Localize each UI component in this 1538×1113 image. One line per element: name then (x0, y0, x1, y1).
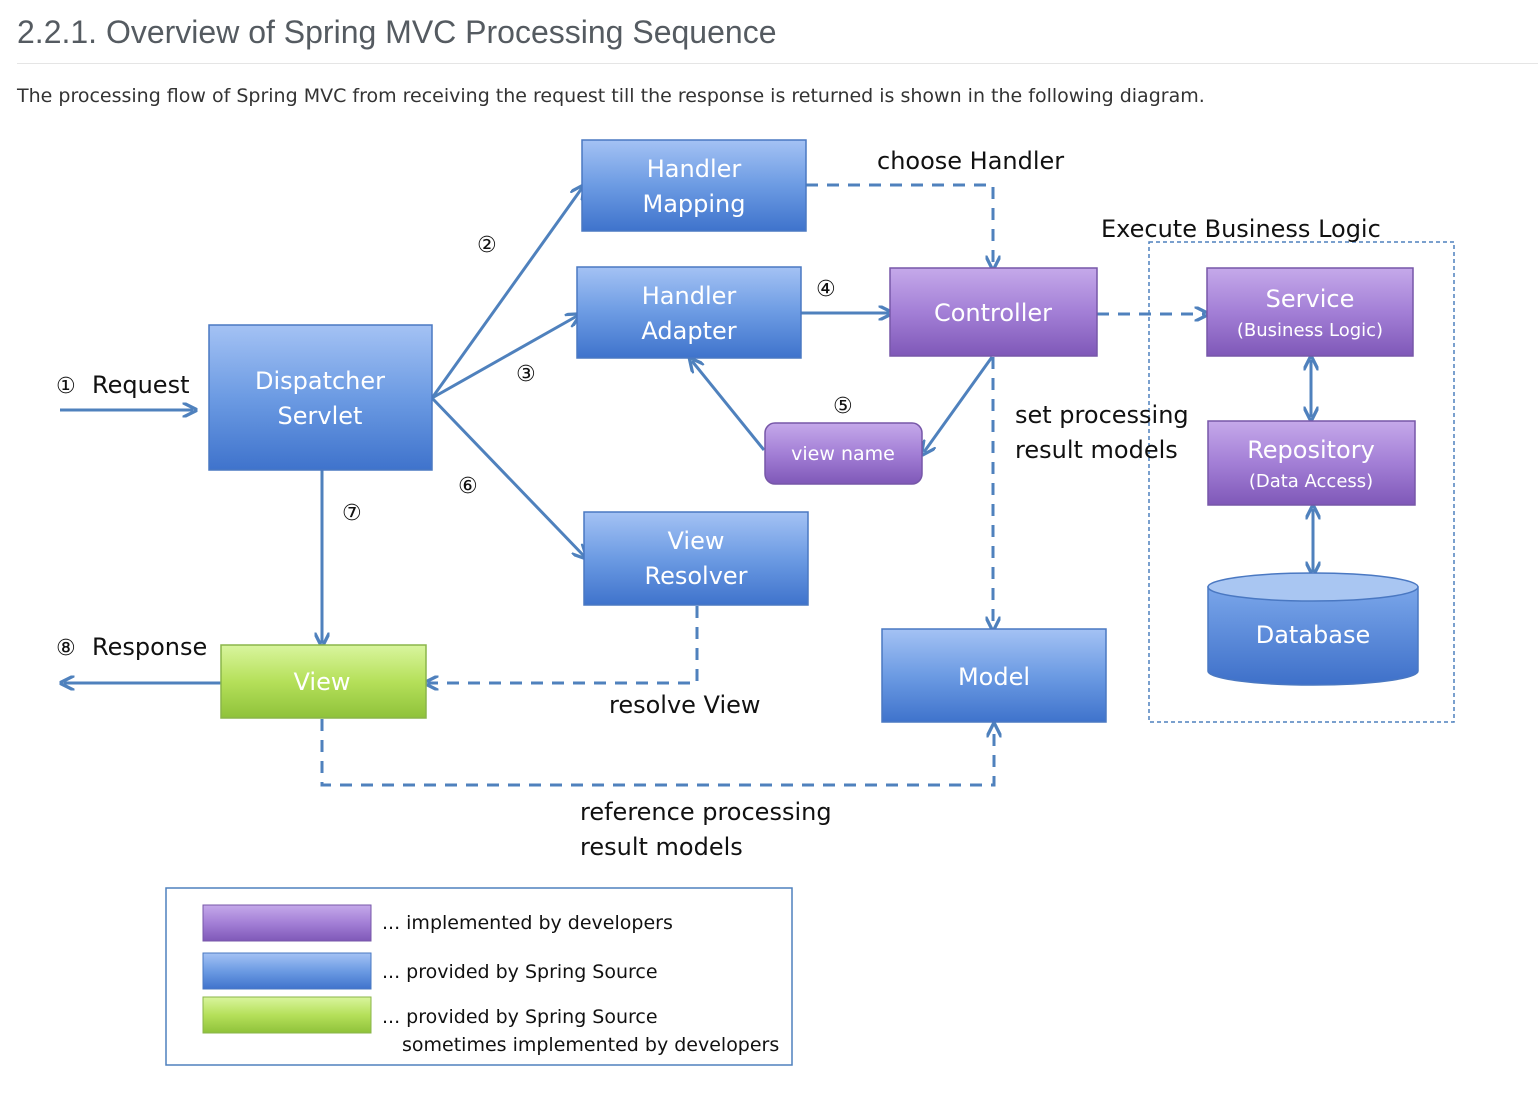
step-7: ⑦ (342, 501, 362, 526)
arrow-controller-to-view-name (924, 356, 994, 452)
legend-swatch-blue (202, 952, 372, 990)
view-resolver-box: View Resolver (583, 511, 809, 606)
view-name-box: view name (764, 422, 923, 485)
page-title: 2.2.1. Overview of Spring MVC Processing… (17, 14, 777, 50)
svg-text:(Data Access): (Data Access) (1249, 471, 1373, 492)
svg-text:Servlet: Servlet (278, 402, 363, 430)
title-divider (17, 63, 1538, 64)
diagram-labels: ① Request ② ③ ④ ⑤ ⑥ ⑦ ⑧ Response choose … (56, 147, 1381, 861)
svg-text:Database: Database (1256, 621, 1371, 649)
legend-swatch-green (202, 996, 372, 1034)
legend-text-green-2: sometimes implemented by developers (402, 1034, 779, 1056)
reference-processing-label-2: result models (580, 833, 743, 861)
handler-adapter-box: Handler Adapter (576, 266, 802, 359)
choose-handler-label: choose Handler (877, 147, 1064, 175)
svg-text:View: View (668, 527, 725, 555)
controller-box: Controller (889, 267, 1098, 357)
svg-text:Resolver: Resolver (644, 562, 747, 590)
legend: ... implemented by developers ... provid… (165, 887, 793, 1066)
arrow-to-view-resolver (430, 396, 584, 556)
step-8: ⑧ (56, 636, 76, 661)
business-logic-container (1148, 241, 1455, 723)
handler-mapping-box: Handler Mapping (581, 139, 807, 232)
svg-text:Mapping: Mapping (643, 190, 746, 218)
svg-text:Handler: Handler (642, 282, 737, 310)
svg-text:Handler: Handler (647, 155, 742, 183)
arrow-resolve-view (428, 606, 699, 683)
resolve-view-label: resolve View (609, 691, 761, 719)
legend-text-green-1: ... provided by Spring Source (382, 1006, 658, 1028)
request-label: Request (92, 371, 190, 399)
dispatcher-servlet-box: Dispatcher Servlet (208, 324, 433, 471)
svg-text:Service: Service (1266, 285, 1355, 313)
execute-business-logic-label: Execute Business Logic (1101, 215, 1381, 243)
svg-text:Dispatcher: Dispatcher (255, 367, 385, 395)
reference-processing-label-1: reference processing (580, 798, 832, 826)
set-processing-label-1: set processing (1015, 401, 1189, 429)
arrow-to-handler-mapping (430, 188, 582, 399)
service-box: Service (Business Logic) (1206, 267, 1414, 357)
svg-text:view name: view name (791, 443, 895, 465)
arrow-view-to-model (320, 719, 994, 787)
model-box: Model (881, 628, 1107, 723)
step-3: ③ (516, 362, 536, 387)
arrow-view-name-to-adapter (692, 361, 766, 451)
svg-text:(Business Logic): (Business Logic) (1237, 320, 1383, 341)
svg-text:Adapter: Adapter (641, 317, 736, 345)
legend-swatch-purple (202, 904, 372, 942)
response-label: Response (92, 633, 207, 661)
arrows-solid (60, 188, 1313, 683)
svg-text:Repository: Repository (1247, 436, 1375, 464)
step-1: ① (56, 374, 76, 399)
svg-text:View: View (294, 668, 351, 696)
arrows-dashed (320, 183, 1205, 787)
legend-text-blue: ... provided by Spring Source (382, 961, 658, 983)
step-5: ⑤ (833, 394, 853, 419)
step-4: ④ (816, 277, 836, 302)
legend-text-purple: ... implemented by developers (382, 912, 673, 934)
arrow-choose-handler (806, 183, 993, 266)
repository-box: Repository (Data Access) (1207, 420, 1416, 506)
svg-text:Controller: Controller (934, 299, 1052, 327)
view-box: View (220, 644, 427, 719)
database-cylinder: Database (1207, 572, 1419, 686)
step-2: ② (477, 233, 497, 258)
arrow-to-handler-adapter (431, 316, 577, 400)
intro-paragraph: The processing flow of Spring MVC from r… (17, 85, 1205, 107)
set-processing-label-2: result models (1015, 436, 1178, 464)
step-6: ⑥ (458, 474, 478, 499)
svg-text:Model: Model (958, 663, 1030, 691)
